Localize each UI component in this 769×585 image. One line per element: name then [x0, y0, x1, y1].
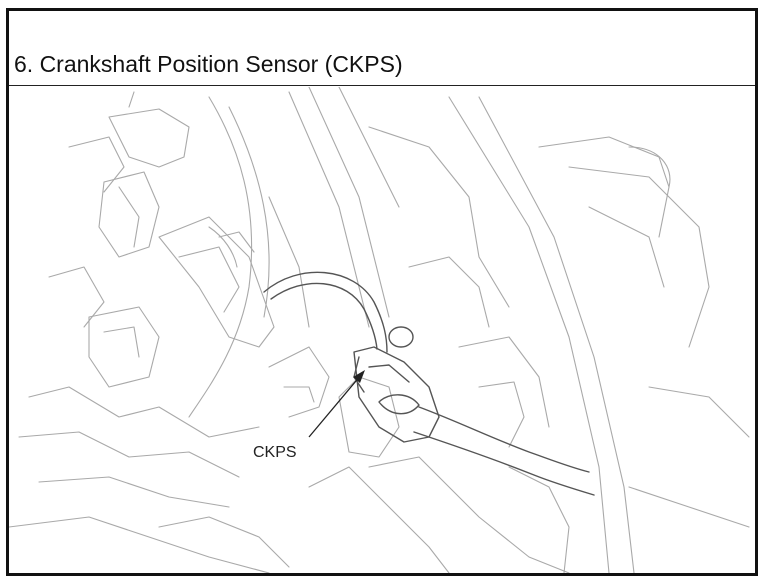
- figure-frame: 6. Crankshaft Position Sensor (CKPS): [6, 8, 758, 576]
- callout-leader-line: [308, 374, 362, 438]
- engine-line-drawing: CKPS: [9, 87, 750, 573]
- ckps-callout: CKPS: [253, 370, 365, 461]
- sensor-bolt: [388, 326, 414, 348]
- callout-arrowhead: [353, 370, 365, 383]
- engine-illustration: CKPS: [9, 87, 755, 573]
- page-title: 6. Crankshaft Position Sensor (CKPS): [14, 51, 403, 77]
- header-bar: 6. Crankshaft Position Sensor (CKPS): [9, 11, 755, 86]
- sensor-body: [353, 346, 440, 443]
- engine-background-lines: [9, 87, 750, 573]
- sensor-harness-cable: [263, 271, 388, 353]
- ckps-label: CKPS: [253, 444, 297, 461]
- ckps-sensor-assembly: [263, 271, 595, 496]
